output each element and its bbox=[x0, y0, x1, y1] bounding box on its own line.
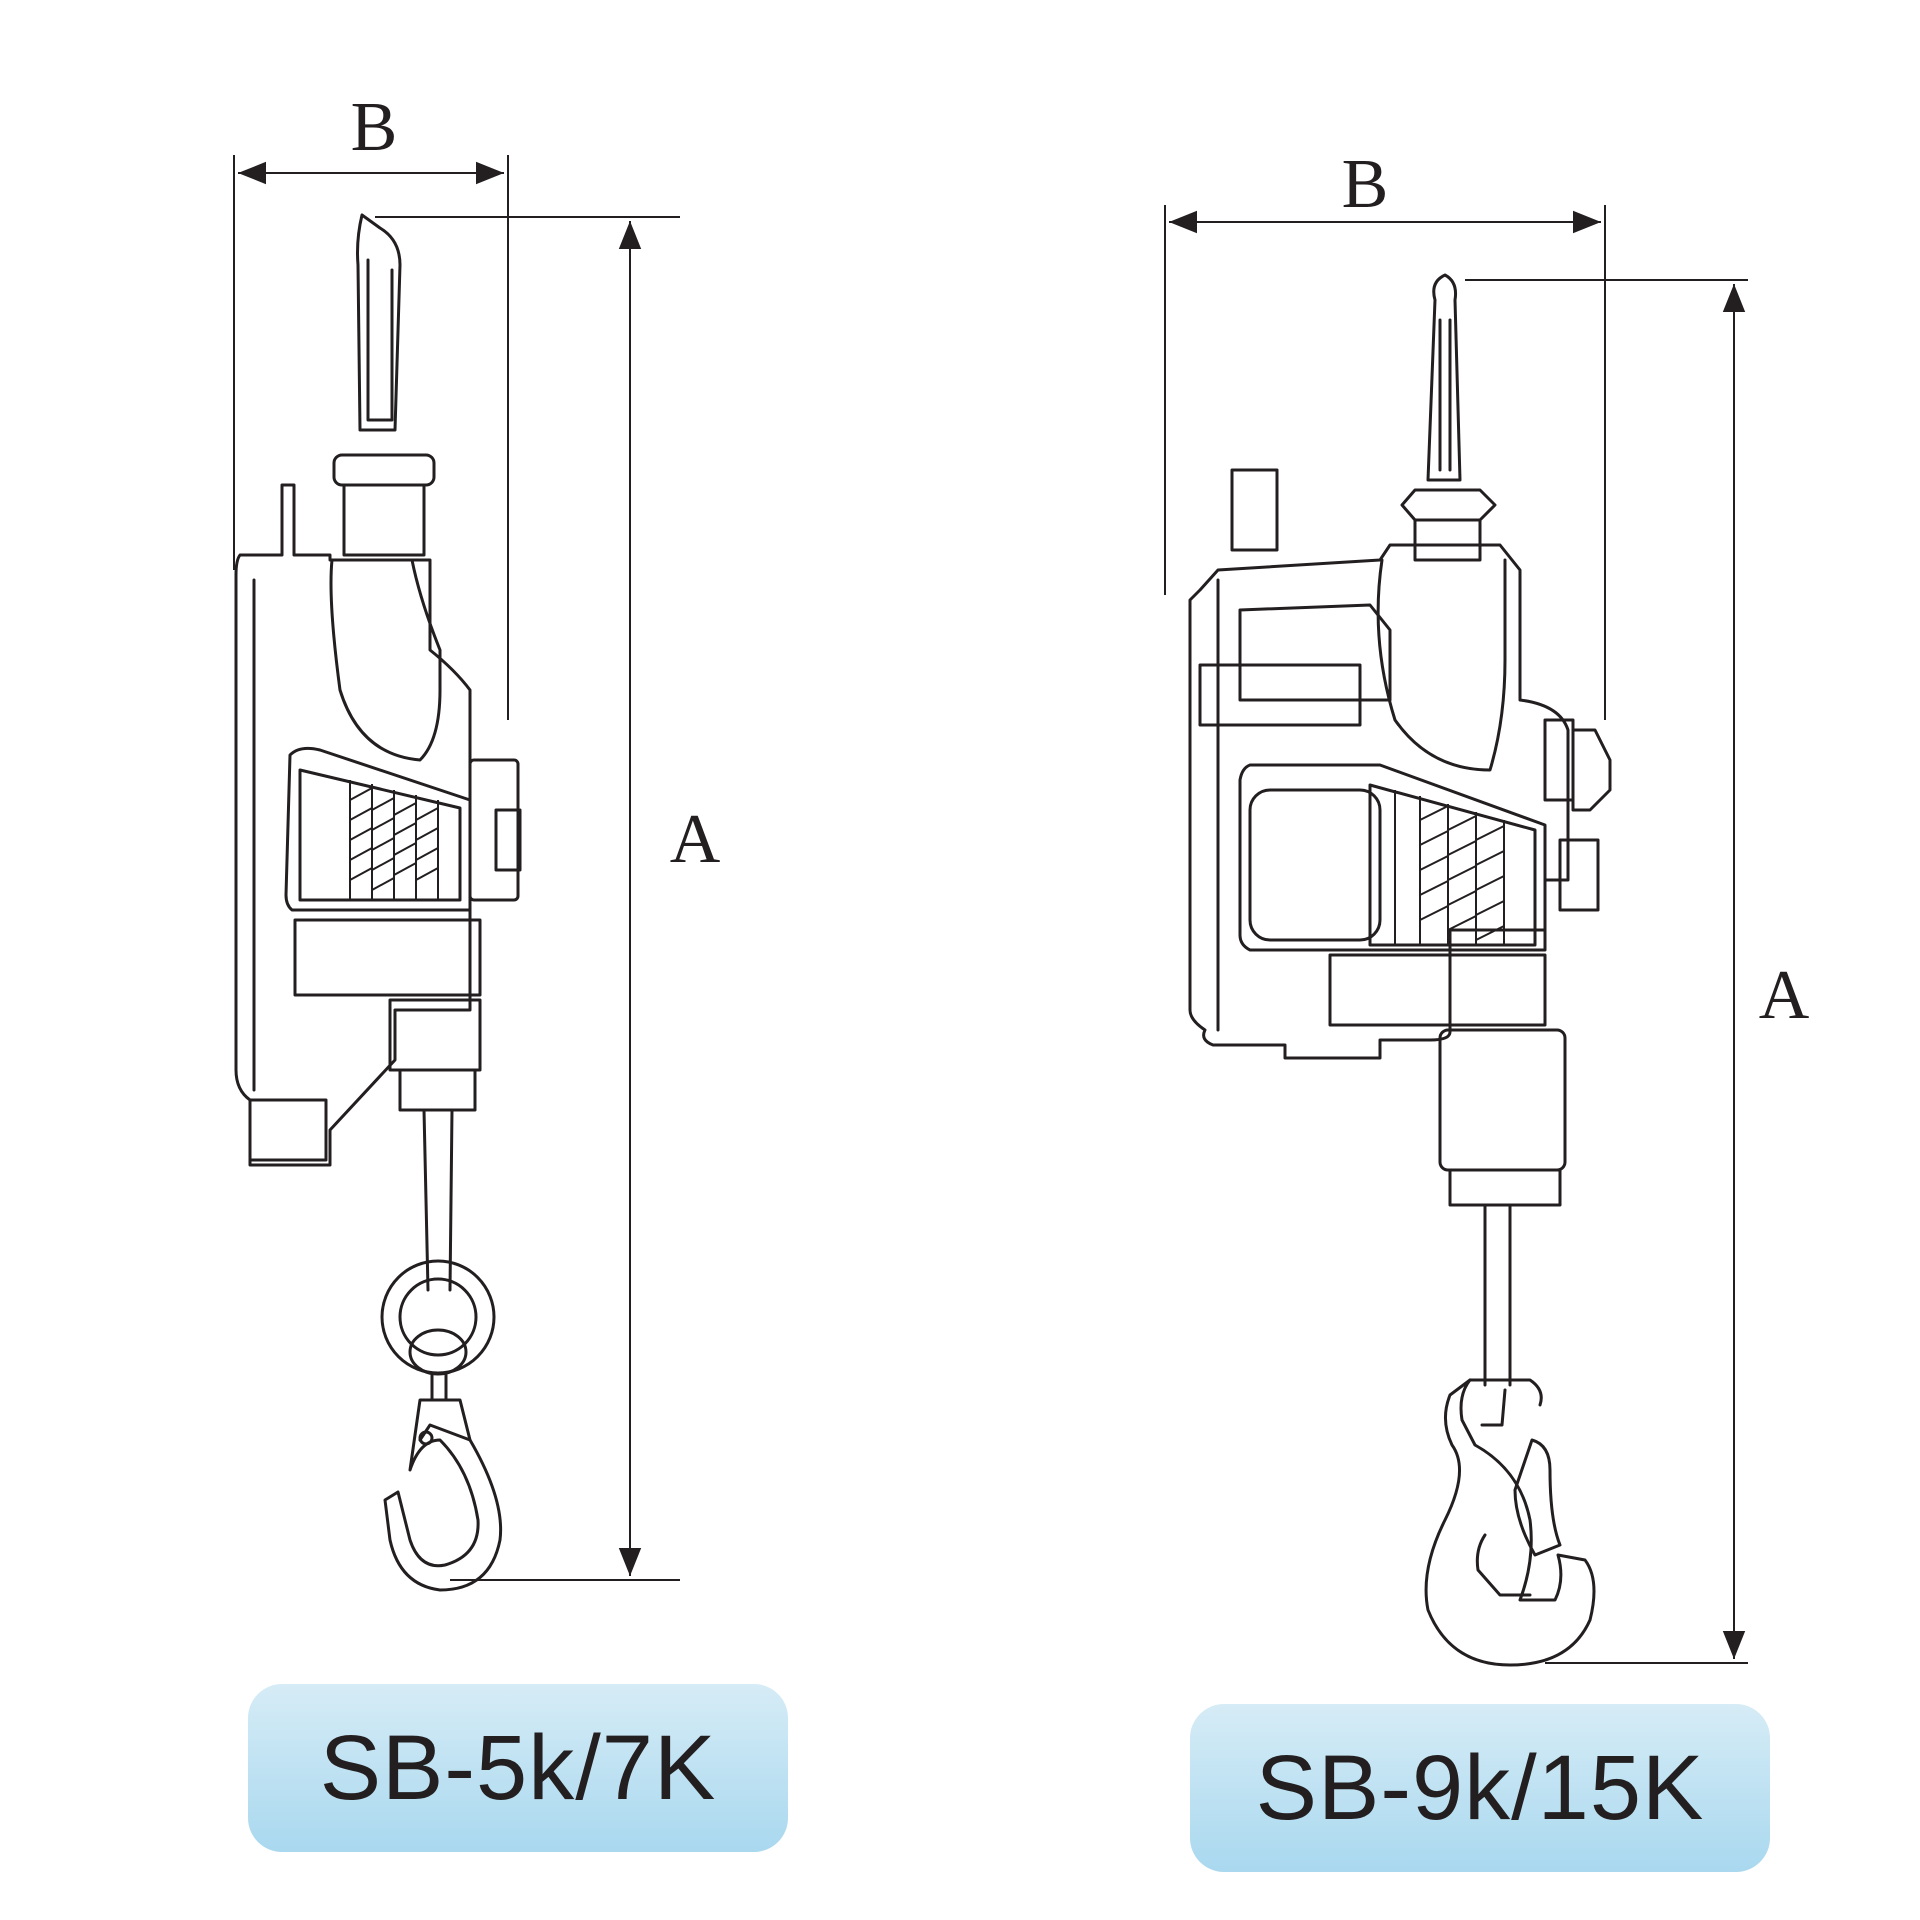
right-hook-latch bbox=[1468, 1378, 1543, 1407]
right-top-hook bbox=[1426, 273, 1462, 482]
left-top-hook bbox=[356, 213, 402, 432]
left-housing bbox=[234, 483, 472, 1167]
right-stub bbox=[1230, 468, 1279, 552]
left-dim-b-label: B bbox=[351, 89, 398, 166]
model-label-left-text: SB-5k/7K bbox=[319, 1716, 717, 1819]
model-label-right-text: SB-9k/15K bbox=[1255, 1736, 1705, 1839]
left-drum-hatch bbox=[349, 780, 439, 900]
right-dim-b-label: B bbox=[1342, 146, 1389, 223]
left-rod bbox=[422, 1108, 454, 1292]
model-left-drawing: B A bbox=[233, 89, 721, 1592]
model-label-left: SB-5k/7K bbox=[248, 1684, 788, 1852]
left-dim-a-label: A bbox=[670, 801, 721, 878]
right-rod bbox=[1483, 1203, 1512, 1387]
model-label-right: SB-9k/15K bbox=[1190, 1704, 1770, 1872]
right-drum-hatch bbox=[1394, 790, 1505, 945]
model-right-drawing: B A bbox=[1164, 146, 1810, 1667]
left-hook bbox=[383, 1398, 503, 1592]
left-dim-a: A bbox=[375, 216, 721, 1581]
right-hook bbox=[1424, 1378, 1596, 1667]
right-dim-b: B bbox=[1164, 146, 1606, 720]
right-dim-a-label: A bbox=[1759, 957, 1810, 1034]
left-dim-b: B bbox=[233, 89, 509, 720]
right-housing bbox=[1188, 543, 1570, 1060]
right-dim-a: A bbox=[1465, 279, 1810, 1664]
